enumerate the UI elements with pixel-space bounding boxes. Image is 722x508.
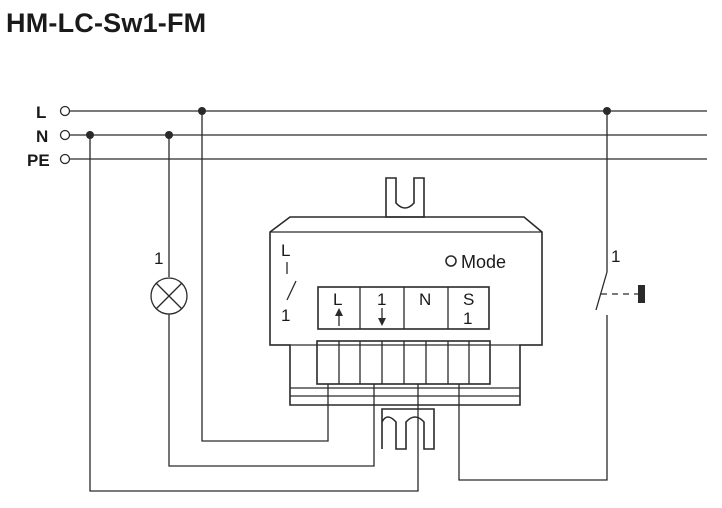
lamp-icon <box>150 277 188 315</box>
internal-contact-blade <box>286 280 297 301</box>
arrow-down-icon <box>378 308 386 326</box>
terminal-label-n: N <box>419 290 431 309</box>
device-housing <box>269 216 543 406</box>
wire-n-to-terminal-n <box>89 135 419 492</box>
switch-contact <box>595 271 608 311</box>
lamp-circuit: 1 <box>150 135 375 467</box>
internal-contact-label-l: L <box>281 241 290 260</box>
push-button-icon <box>638 285 645 303</box>
mode-led-icon[interactable] <box>445 255 457 267</box>
mounting-clip-top <box>385 177 425 218</box>
terminal-label-block: L 1 N S 1 <box>317 286 490 330</box>
terminal-label-s-sub: 1 <box>463 309 472 328</box>
internal-contact-label-1: 1 <box>281 306 290 325</box>
terminal-label-l: L <box>333 290 342 309</box>
supply-rails: L N PE <box>27 103 707 170</box>
diagram-title: HM-LC-Sw1-FM <box>6 8 207 38</box>
mode-label: Mode <box>461 252 506 272</box>
rail-label-l: L <box>36 103 46 122</box>
rail-terminal-pe <box>59 153 71 165</box>
wire-switch-to-terminal-s1 <box>458 315 608 481</box>
external-switch: 1 <box>458 111 645 481</box>
lamp-wire-to-terminal-out <box>168 314 375 467</box>
switch-label: 1 <box>611 247 620 266</box>
terminal-label-1: 1 <box>377 290 386 309</box>
actuator-device: L 1 Mode L 1 N S 1 <box>269 177 543 450</box>
rail-terminal-n <box>59 129 71 141</box>
lamp-label: 1 <box>154 249 163 268</box>
terminal-label-s: S <box>463 290 474 309</box>
rail-label-n: N <box>36 127 48 146</box>
mounting-clip-bottom <box>381 408 435 450</box>
screw-terminal-block <box>316 340 491 385</box>
rail-terminal-l <box>59 105 71 117</box>
arrow-up-icon <box>335 308 343 326</box>
rail-label-pe: PE <box>27 151 50 170</box>
wire-l-to-terminal-l <box>201 111 329 442</box>
